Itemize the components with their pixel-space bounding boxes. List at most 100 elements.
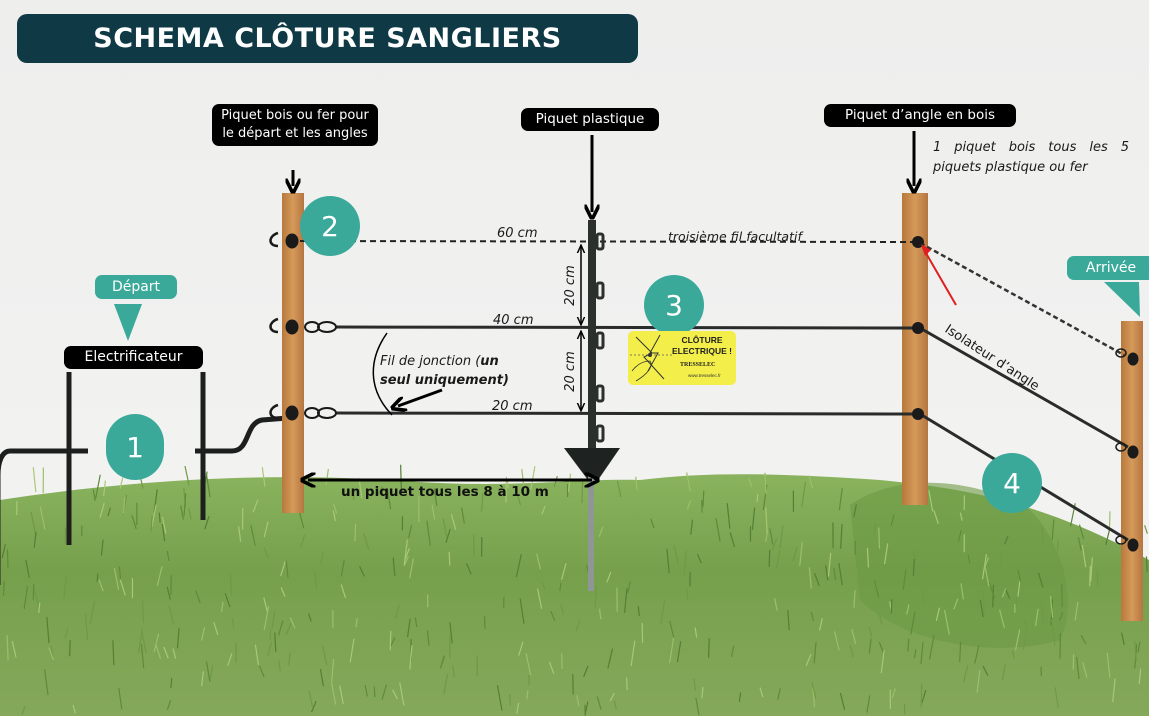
grass-blade [252,499,259,513]
grass-blade [910,611,916,635]
grass-blade [868,626,873,638]
grass-blade [355,617,358,628]
grass-blade [1017,569,1022,583]
grass-blade [880,650,885,674]
grass-blade [833,567,837,581]
grass-blade [873,522,877,538]
grass-blade [119,477,124,489]
grass-blade [480,493,484,512]
grass-blade [982,665,989,676]
sign-line-1: CLÔTURE [681,335,723,345]
grass-blade [23,586,29,610]
grass-blade [707,638,710,658]
grass-blade [928,634,935,660]
grass-blade [729,532,735,548]
grass-blade [853,504,857,518]
grass-blade [868,638,872,654]
grass-blade [694,627,698,638]
wire-angle-middle [919,326,1129,449]
grass-blade [669,620,675,638]
grass-blade [433,488,438,506]
grass-blade [779,525,784,549]
grass-blade [907,638,910,652]
grass-blade [838,488,843,511]
grass-blade [913,649,917,658]
grass-blade [299,534,306,548]
grass-blade [799,541,803,566]
grass-blade [352,491,355,501]
label-electrifier: Electrificateur [64,346,203,369]
tag-depart: Départ [95,275,177,299]
grass-blade [765,530,769,543]
grass-blade [390,637,396,647]
grass-blade [1054,687,1059,708]
grass-blade [140,644,145,669]
grass-blade [833,631,840,651]
grass-blade [280,561,286,577]
step-number-3: 3 [644,275,704,335]
grass-blade [95,474,101,499]
grass-blade [756,494,759,503]
grass-blade [959,512,963,521]
grass-blade [285,622,292,636]
grass-blade [107,507,111,517]
grass-blade [509,694,512,706]
grass-blade [525,653,532,676]
grass-blade [98,579,104,592]
grass-blade [624,588,628,613]
depart-pointer [114,304,142,341]
grass-blade [332,503,338,514]
grass-blade [516,702,520,714]
grass-blade [695,697,700,716]
grass-blade [696,553,702,564]
grass-blade [1082,662,1088,678]
grass-blade [277,620,284,636]
grass-blade [443,673,449,695]
grass-blade [426,630,430,646]
grass-blade [1090,557,1093,582]
wire-top-dashed [299,240,919,243]
grass-blade [166,699,172,710]
isolator-pointer-head [921,244,931,256]
grass-blade [449,622,453,644]
step-number-2: 2 [300,196,360,256]
grass-blade [394,604,400,620]
grass-blade [805,653,812,667]
grass-blade [541,505,546,515]
grass-blade [119,579,126,596]
grass-blade [201,671,204,687]
grass-blade [576,695,580,707]
grass-blade [156,566,163,587]
grass-blade [118,566,122,579]
grass-blade [686,500,692,510]
grass-blade [496,685,503,711]
grass-blade [99,502,105,518]
grass-blade [92,489,96,501]
junction-bold-2: seul uniquement) [380,373,509,388]
grass-blade [1012,649,1015,660]
grass-blade [184,465,190,486]
grass-blade [331,659,335,683]
grass-blade [364,684,368,697]
grass-texture [1,464,1148,716]
grass-blade [792,546,798,562]
grass-blade [161,523,166,542]
grass-blade [686,589,689,600]
grass-blade [96,573,99,582]
grass-blade [11,640,17,658]
grass-blade [224,593,231,608]
grass-blade [84,614,89,641]
grass-blade [536,553,542,570]
grass-blade [851,628,857,645]
grass-blade [982,589,985,613]
grass-blade [1022,634,1027,650]
grass-blade [787,609,790,631]
grass-blade [536,588,543,609]
grass-blade [827,552,832,577]
grass-blade [461,507,465,524]
grass-blade [988,582,996,599]
step-number-4: 4 [982,453,1042,513]
grass-blade [48,647,55,661]
grass-blade [314,571,318,589]
